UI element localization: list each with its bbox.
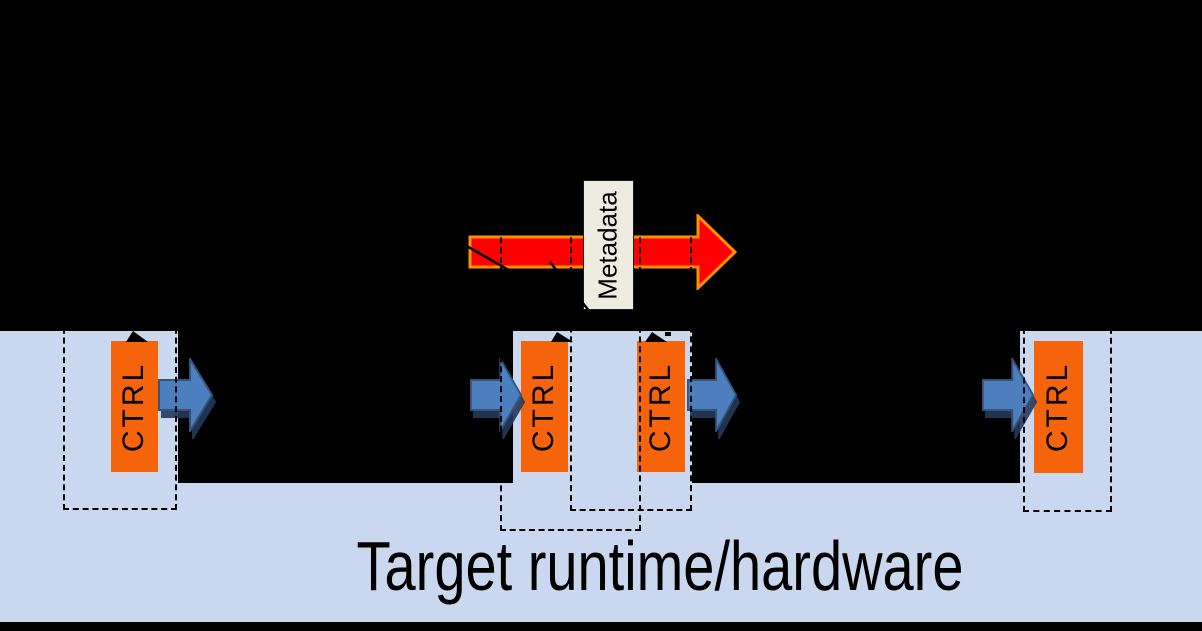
black-panel-right — [692, 331, 1020, 483]
ctrl-box-3: CTRL — [637, 341, 685, 472]
metadata-label-box: Metadata — [583, 180, 634, 310]
dashed-context-box-4 — [1023, 318, 1112, 512]
ctrl-box-2: CTRL — [521, 341, 568, 472]
black-panel-left — [178, 331, 513, 483]
dashed-context-box-2b — [570, 148, 692, 511]
flow-arrow-4-icon — [982, 358, 1034, 432]
metadata-label: Metadata — [593, 190, 623, 300]
ctrl-box-1: CTRL — [111, 341, 158, 472]
target-runtime-title: Target runtime/hardware — [356, 527, 964, 605]
flow-arrow-1-icon — [158, 358, 213, 432]
ctrl-box-4: CTRL — [1034, 341, 1083, 473]
flow-arrow-3-icon — [687, 358, 737, 432]
dashed-context-box-1 — [63, 318, 177, 510]
